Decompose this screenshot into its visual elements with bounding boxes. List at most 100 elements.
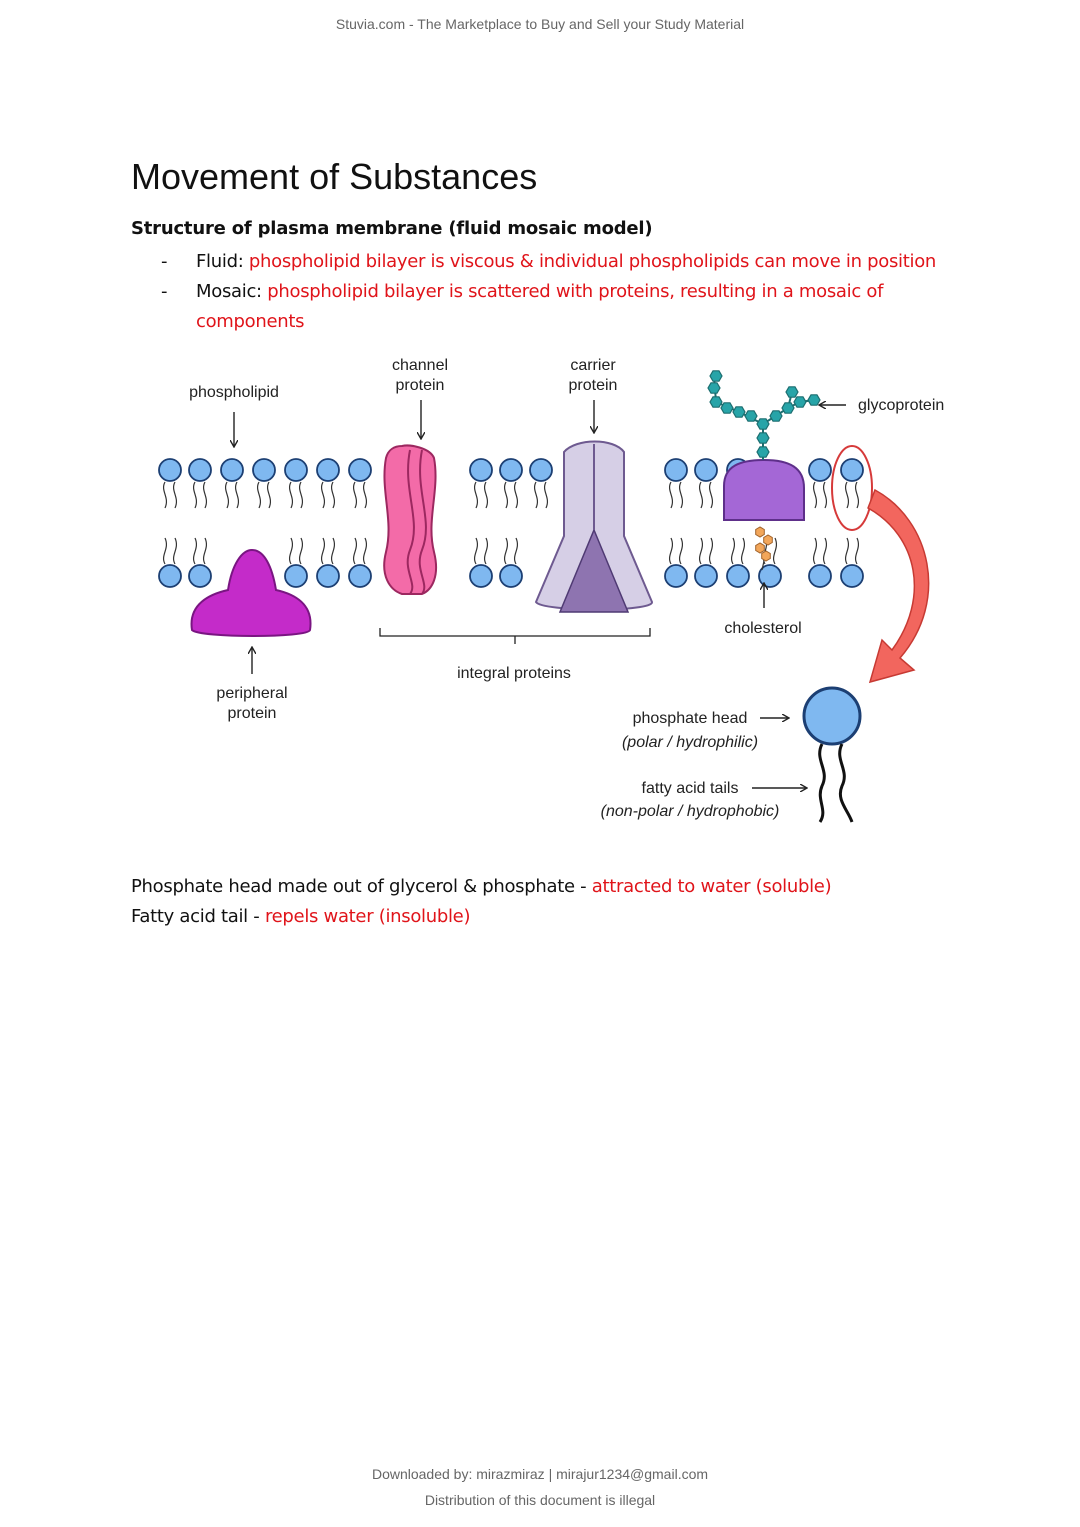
lipid-tail (352, 481, 358, 509)
label-carrier-2: protein (569, 377, 618, 394)
cholesterol-molecule (755, 526, 773, 571)
lipid-tail (320, 537, 326, 565)
bullet-dash: - (161, 251, 168, 272)
lipid-tail (288, 537, 294, 565)
membrane-diagram: phospholipid channel protein carrier pro… (158, 357, 944, 823)
label-phosphate-head: phosphate head (633, 710, 748, 727)
phospholipid-head (758, 564, 782, 588)
lipid-tail (854, 537, 860, 565)
lipid-tail (298, 481, 304, 509)
cholesterol-ring (763, 534, 773, 546)
lipid-tail (543, 481, 549, 509)
bullet-label: Fluid: (196, 251, 249, 272)
lipid-tail (503, 537, 509, 565)
label-arrows (234, 400, 846, 788)
phospholipid-head (158, 564, 182, 588)
phospholipid-head (348, 564, 372, 588)
section-subheading: Structure of plasma membrane (fluid mosa… (131, 218, 653, 239)
lipid-tail (844, 481, 850, 509)
lipid-tail (202, 481, 208, 509)
sugar-unit (769, 410, 783, 422)
highlighted-phospholipid-ring (831, 445, 873, 531)
zoom-arrow (867, 488, 930, 684)
footer-distribution-notice: Distribution of this document is illegal (424, 1492, 656, 1508)
sugar-unit (756, 446, 770, 458)
footer-downloaded-by: Downloaded by: mirazmiraz | mirajur1234@… (371, 1466, 709, 1482)
phospholipid-head (220, 458, 244, 482)
phospholipid-head (316, 564, 340, 588)
lipid-tail (330, 481, 336, 509)
phospholipid-head (252, 458, 276, 482)
phospholipid-head (529, 458, 553, 482)
lipid-tail (772, 537, 778, 565)
sugar-unit (720, 402, 734, 414)
fact-label: Phosphate head made out of glycerol & ph… (131, 876, 592, 897)
sugar-unit (793, 396, 807, 408)
lipid-tail (224, 481, 230, 509)
phospholipid-head (840, 458, 864, 482)
lipid-tail (473, 481, 479, 509)
lipid-tail (698, 481, 704, 509)
label-integral-proteins: integral proteins (457, 665, 571, 682)
lipid-tail (172, 537, 178, 565)
lipid-tail (513, 537, 519, 565)
sugar-chain (707, 370, 821, 460)
lipid-tail (740, 537, 746, 565)
fact-label: Fatty acid tail - (131, 906, 265, 927)
glycoprotein-shape (707, 370, 821, 521)
lipid-tail (352, 537, 358, 565)
label-channel-2: protein (396, 377, 445, 394)
bullet-list: - Fluid: phospholipid bilayer is viscous… (131, 247, 961, 337)
sugar-unit (732, 406, 746, 418)
phospholipid-head (158, 458, 182, 482)
lipid-tail (698, 537, 704, 565)
phospholipid-head (188, 458, 212, 482)
phospholipid-head (348, 458, 372, 482)
phospholipid-head (499, 564, 523, 588)
lipid-tail (330, 537, 336, 565)
phospholipid-head (316, 458, 340, 482)
sugar-unit (807, 394, 821, 406)
lipid-tail (513, 481, 519, 509)
phospholipid-head (284, 458, 308, 482)
fact-text: repels water (insoluble) (264, 906, 471, 927)
lipid-tail (192, 537, 198, 565)
fact-text: attracted to water (soluble) (591, 876, 832, 897)
lipid-tail (503, 481, 509, 509)
lipid-tail (668, 481, 674, 509)
lipid-tail (362, 481, 368, 509)
lipid-tail (844, 537, 850, 565)
fact-phosphate-head: Phosphate head made out of glycerol & ph… (131, 872, 961, 902)
bullet-fluid: - Fluid: phospholipid bilayer is viscous… (131, 247, 961, 277)
phospholipid-head (808, 458, 832, 482)
lipid-tail (256, 481, 262, 509)
peripheral-protein-shape (190, 548, 312, 637)
enlarged-phospholipid (802, 686, 862, 823)
cholesterol-ring (755, 542, 765, 554)
label-phosphate-head-note: (polar / hydrophilic) (622, 734, 758, 751)
lipid-tail (533, 481, 539, 509)
cholesterol-ring (755, 526, 765, 538)
sugar-unit (785, 386, 799, 398)
lipid-tail (668, 537, 674, 565)
lipid-tail (483, 537, 489, 565)
sugar-unit (744, 410, 758, 422)
lipid-tail (678, 481, 684, 509)
bullet-label: Mosaic: (196, 281, 268, 302)
lipid-tail (362, 537, 368, 565)
phospholipid-head (694, 458, 718, 482)
lipid-tail (822, 481, 828, 509)
phospholipid-head (808, 564, 832, 588)
bullet-mosaic: - Mosaic: phospholipid bilayer is scatte… (131, 277, 961, 337)
sugar-unit (709, 370, 723, 382)
label-phospholipid: phospholipid (189, 384, 279, 401)
lipid-tail (812, 537, 818, 565)
phospholipid-head (469, 458, 493, 482)
label-glycoprotein: glycoprotein (858, 397, 944, 414)
phospholipid-head (694, 564, 718, 588)
carrier-protein-shape (534, 440, 654, 613)
lipid-tail (708, 481, 714, 509)
bullet-text: phospholipid bilayer is scattered with p… (196, 281, 884, 332)
sugar-unit (709, 396, 723, 408)
label-carrier-1: carrier (570, 357, 616, 374)
